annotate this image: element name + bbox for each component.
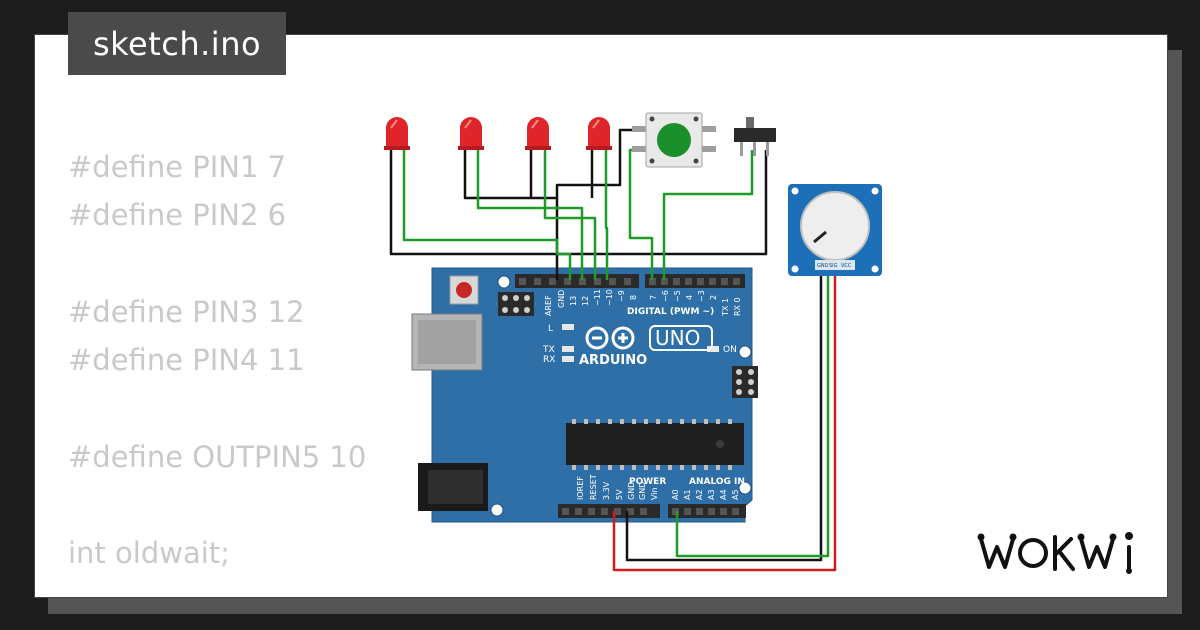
pin-label: A5 [731,489,740,500]
pin-label: ~9 [617,290,626,302]
analog-header-label: ANALOG IN [689,477,745,487]
led-l-label: L [548,324,553,334]
pot-pin-label: GND [817,263,829,269]
pin-label: A4 [719,489,728,500]
sketch-filename-tab[interactable]: sketch.ino [68,12,286,75]
pin-label: A3 [707,489,716,500]
led-red[interactable] [384,117,410,150]
pin-label: RX 0 [733,297,742,316]
pin-label: 4 [685,295,694,300]
board-brand-label: ARDUINO [579,353,647,368]
pin-label: GND [638,482,647,500]
wokwi-logo[interactable] [975,527,1151,579]
wires [389,128,837,572]
pin-label: ~5 [673,290,682,302]
wire-black[interactable] [555,128,645,198]
pin-label: GND [627,482,636,500]
code-line: #define PIN2 6 [68,198,287,232]
pin-label: A2 [695,489,704,500]
pin-label: IOREF [576,476,585,500]
power-header-label: POWER [629,477,666,487]
led-rx-label: RX [543,355,555,365]
code-line: #define OUTPIN5 10 [68,440,367,474]
led-red[interactable] [458,117,484,150]
pin-label: GND [557,290,566,308]
wire-green[interactable] [675,268,830,558]
potentiometer[interactable]: GND SIG VCC [788,184,882,276]
pushbutton[interactable] [632,112,716,168]
knob-indicator[interactable] [813,230,827,244]
led-on-label: ON [723,345,737,355]
pin-label: 12 [581,296,590,306]
code-line: #define PIN1 7 [68,150,287,184]
led-tx-label: TX [542,345,555,355]
wire-black[interactable] [389,150,768,256]
wire-green[interactable] [662,150,754,280]
pin-label: 5V [615,489,624,500]
pin-label: ~6 [661,290,670,302]
pin-label: Vin [650,487,659,500]
pin-label: 8 [629,295,638,300]
wire-red[interactable] [612,268,837,572]
pin-label: ~3 [697,290,706,302]
wire-green[interactable] [604,150,609,280]
pin-label: ~10 [605,289,614,306]
code-line: int oldwait; [68,536,230,570]
pot-pin-label: VCC [841,263,852,269]
wire-green[interactable] [476,150,584,280]
pin-label: A1 [683,489,692,500]
pin-label: A0 [671,489,680,500]
pot-pin-label: SIG [829,263,838,269]
arduino-infinity-icon [585,326,635,350]
reset-button[interactable] [449,275,479,305]
led-red[interactable] [586,117,612,150]
slide-switch[interactable] [734,117,776,156]
digital-header-label: DIGITAL (PWM ~) [627,307,714,317]
code-line: #define PIN3 12 [68,295,305,329]
pin-label: 7 [649,295,658,300]
code-line: #define PIN4 11 [68,343,305,377]
led-red[interactable] [525,117,551,150]
pin-label: 2 [709,295,718,300]
arduino-uno-board[interactable]: ARDUINO UNO DIGITAL (PWM ~) POWER ANALOG… [411,267,758,523]
board-model-label: UNO [655,326,700,350]
wire-black[interactable] [625,268,823,562]
pin-label: RESET [589,474,598,500]
wire-green[interactable] [543,150,597,280]
pin-label: 3.3V [602,481,611,500]
pin-label: TX 1 [721,298,730,317]
pin-label: AREF [544,295,553,316]
pin-label: 13 [569,296,578,306]
wire-green[interactable] [402,150,572,280]
wire-green[interactable] [628,148,654,280]
pin-label: ~11 [593,289,602,306]
